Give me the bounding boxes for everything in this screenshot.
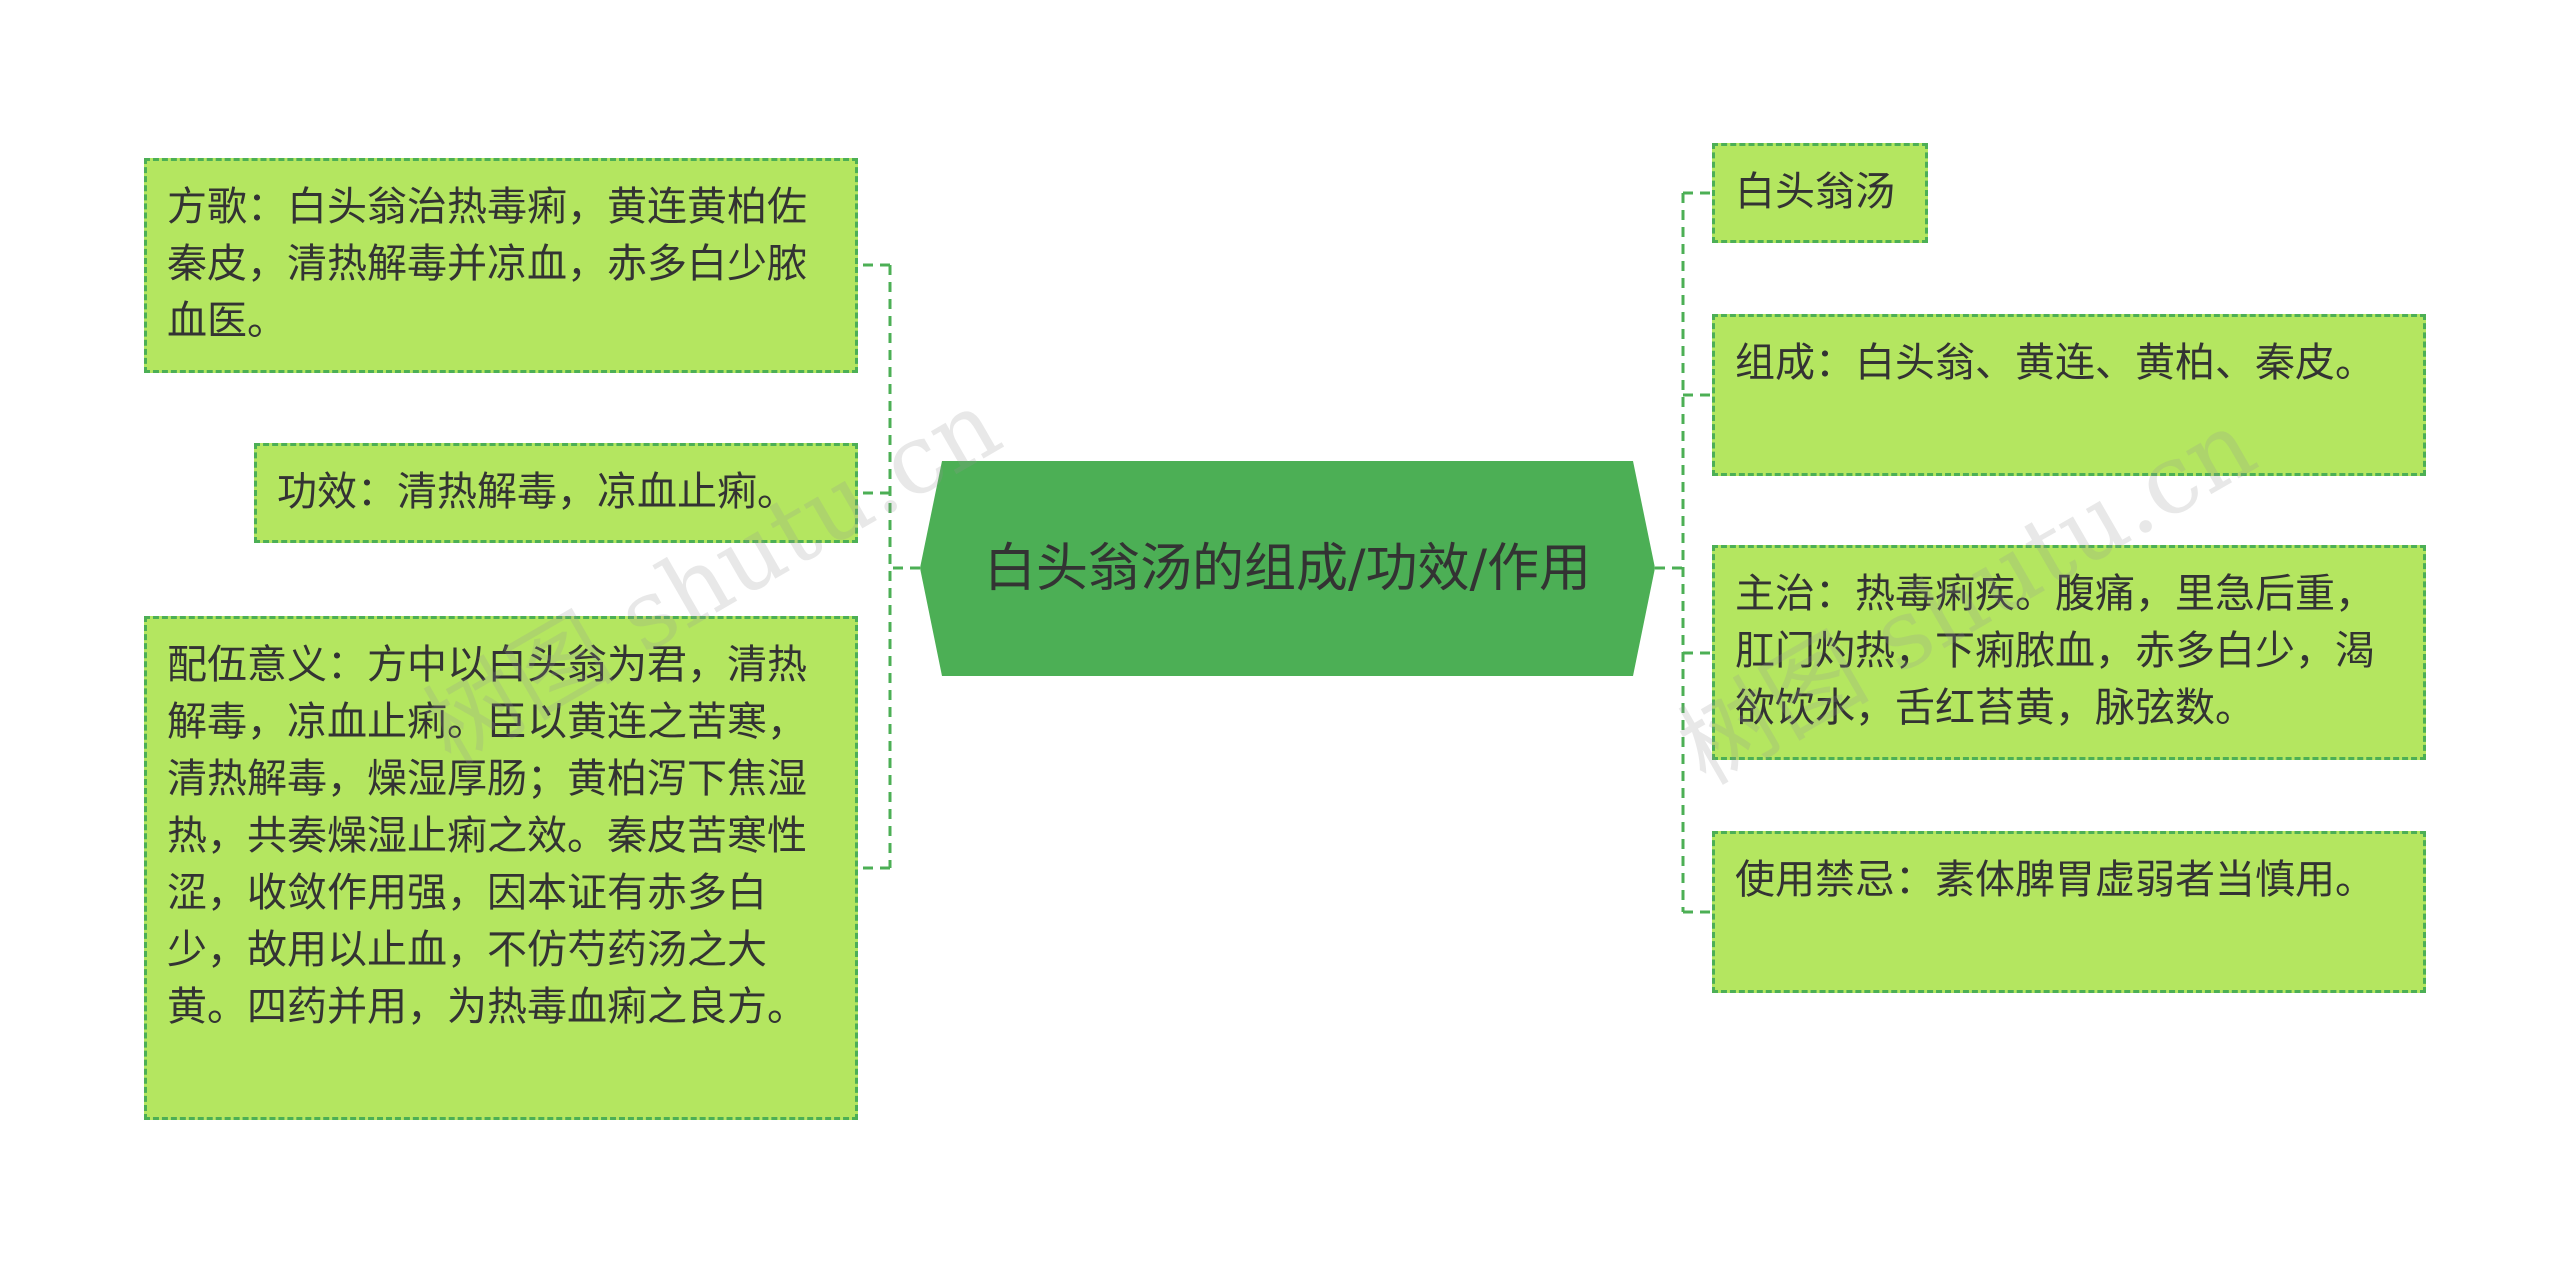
left-connector-trunk xyxy=(888,265,920,868)
right-node-name-text: 白头翁汤 xyxy=(1735,169,1895,215)
right-node-composition[interactable]: 组成：白头翁、黄连、黄柏、秦皮。 xyxy=(1712,314,2426,476)
right-node-composition-text: 组成：白头翁、黄连、黄柏、秦皮。 xyxy=(1735,340,2375,386)
right-node-indications[interactable]: 主治：热毒痢疾。腹痛，里急后重，肛门灼热，下痢脓血，赤多白少，渴欲饮水，舌红苔黄… xyxy=(1712,545,2426,760)
left-node-compatibility[interactable]: 配伍意义：方中以白头翁为君，清热解毒，凉血止痢。臣以黄连之苦寒，清热解毒，燥湿厚… xyxy=(144,616,858,1120)
left-node-efficacy-text: 功效：清热解毒，凉血止痢。 xyxy=(277,469,797,515)
central-topic-title: 白头翁汤的组成/功效/作用 xyxy=(983,538,1592,599)
right-node-contraindications-text: 使用禁忌：素体脾胃虚弱者当慎用。 xyxy=(1735,857,2375,903)
left-node-formula-song-text: 方歌：白头翁治热毒痢，黄连黄柏佐秦皮，清热解毒并凉血，赤多白少脓血医。 xyxy=(167,184,807,344)
left-node-efficacy[interactable]: 功效：清热解毒，凉血止痢。 xyxy=(254,443,858,543)
right-node-contraindications[interactable]: 使用禁忌：素体脾胃虚弱者当慎用。 xyxy=(1712,831,2426,993)
right-node-name[interactable]: 白头翁汤 xyxy=(1712,143,1928,243)
right-node-indications-text: 主治：热毒痢疾。腹痛，里急后重，肛门灼热，下痢脓血，赤多白少，渴欲饮水，舌红苔黄… xyxy=(1735,571,2375,731)
central-topic-shape xyxy=(920,461,1655,676)
central-topic[interactable]: 白头翁汤的组成/功效/作用 xyxy=(920,461,1655,676)
left-node-compatibility-text: 配伍意义：方中以白头翁为君，清热解毒，凉血止痢。臣以黄连之苦寒，清热解毒，燥湿厚… xyxy=(167,642,807,1030)
left-node-formula-song[interactable]: 方歌：白头翁治热毒痢，黄连黄柏佐秦皮，清热解毒并凉血，赤多白少脓血医。 xyxy=(144,158,858,373)
right-connector-trunk xyxy=(1655,193,1685,912)
